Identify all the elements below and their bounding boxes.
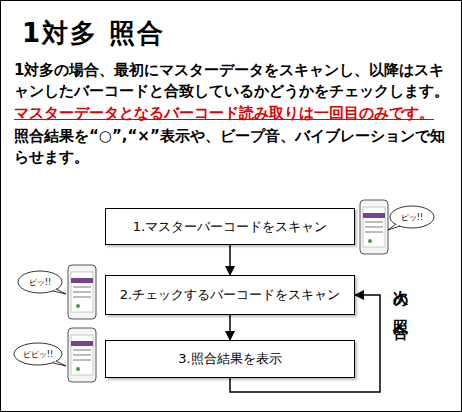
description-text: 1対多の場合、最初にマスターデータをスキャンし、以降はスキャンしたバーコードと合…: [14, 60, 454, 102]
edge-label: 次の照合へ: [391, 278, 410, 342]
speech-bubble-tail: [53, 361, 66, 366]
beep-sound: ピッ!!: [24, 277, 56, 288]
process-box: 1.マスターバーコードをスキャン: [105, 208, 355, 245]
phone-icon: [68, 265, 96, 319]
process-box: 3.照合結果を表示: [105, 340, 355, 378]
box-text: 3.照合結果を表示: [178, 350, 281, 368]
box-text: 2.チェックするバーコードをスキャン: [120, 286, 340, 304]
process-box: 2.チェックするバーコードをスキャン: [105, 275, 355, 315]
description-text: 照合結果を“○”,“×”表示や、ビープ音、バイブレーションで知らせます。: [14, 126, 454, 168]
box-text: 1.マスターバーコードをスキャン: [133, 218, 327, 236]
warning-text: マスターデータとなるバーコード読み取りは一回目のみです。: [14, 103, 454, 124]
speech-bubble-tail: [53, 289, 66, 294]
beep-sound: ピピッ!!: [18, 349, 58, 360]
speech-bubble: [14, 343, 62, 365]
flow-arrow: [230, 245, 231, 275]
phone-icon: [68, 328, 96, 382]
connector-line: [229, 315, 231, 340]
phone-icon: [360, 200, 388, 254]
beep-sound: ピッ!!: [396, 212, 428, 223]
speech-bubble-tail: [388, 224, 400, 230]
flow-arrow: [230, 315, 231, 340]
connector-line: [229, 245, 231, 275]
diagram-title: 1対多 照合: [22, 16, 165, 51]
